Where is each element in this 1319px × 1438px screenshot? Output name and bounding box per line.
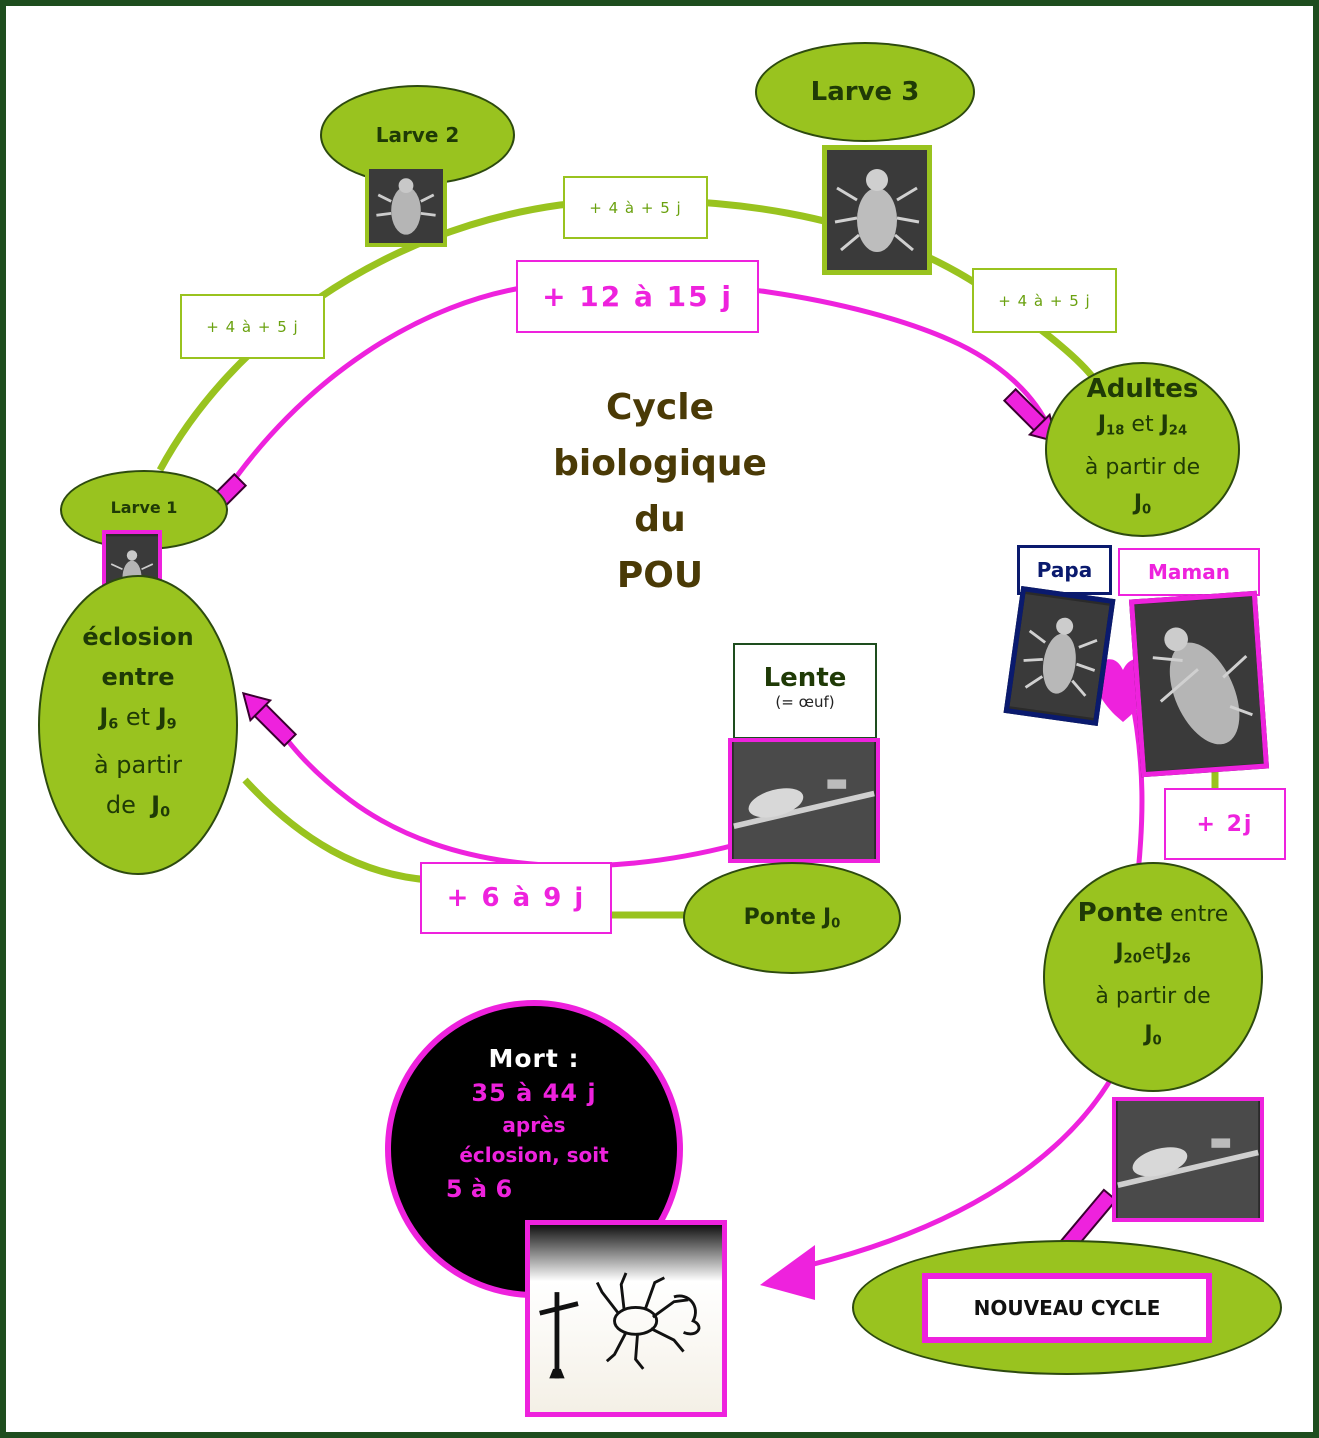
cross-icon xyxy=(539,1292,579,1379)
green-cycle-arc-bottom xyxy=(242,777,431,884)
duration-green-top: + 4 à + 5 j xyxy=(563,176,708,239)
eclosion-line-4: à partir xyxy=(93,751,183,779)
mort-line-3: après xyxy=(502,1113,566,1137)
dead-louse-icon xyxy=(595,1272,701,1370)
title-line-3: du xyxy=(634,499,686,540)
ponte2-line-2: J20etJ26 xyxy=(1115,939,1191,966)
nouveau-cycle-label: NOUVEAU CYCLE xyxy=(973,1295,1161,1320)
nouveau-cycle-ellipse: NOUVEAU CYCLE xyxy=(852,1240,1282,1375)
diagram-title: Cycle biologique du POU xyxy=(520,380,800,604)
stage-ponte-j0: Ponte J0 xyxy=(683,862,901,974)
duration-pink-bottom: + 6 à 9 j xyxy=(420,862,612,934)
lente-title: Lente xyxy=(763,663,847,693)
mort-line-2: 35 à 44 j xyxy=(471,1079,597,1107)
duration-green-right: + 4 à + 5 j xyxy=(972,268,1117,333)
duration-green-left: + 4 à + 5 j xyxy=(180,294,325,359)
arrow-to-eclosion xyxy=(241,691,298,748)
photo-larve2 xyxy=(365,165,447,247)
eclosion-line-1: éclosion xyxy=(82,623,194,652)
photo-maman xyxy=(1128,590,1270,778)
maman-label: Maman xyxy=(1148,560,1230,584)
pink-arc-bottom xyxy=(267,713,736,869)
ponte2-line-4: J0 xyxy=(1144,1022,1162,1049)
mort-line-1: Mort : xyxy=(488,1044,580,1073)
photo-larve3 xyxy=(822,145,932,275)
title-line-4: POU xyxy=(616,555,704,596)
duration-plus2: + 2j xyxy=(1164,788,1286,860)
stage-eclosion: éclosion entre J6 et J9 à partir de J0 xyxy=(38,575,238,875)
arrow-head-mort xyxy=(760,1245,815,1300)
papa-label: Papa xyxy=(1036,558,1093,582)
eclosion-line-5: de J0 xyxy=(105,791,171,821)
maman-label-box: Maman xyxy=(1118,548,1260,596)
adultes-line-2: J18 et J24 xyxy=(1097,412,1188,439)
stage-larve1-label: Larve 1 xyxy=(110,497,178,517)
lente-box: Lente (= œuf) xyxy=(733,643,877,739)
title-line-1: Cycle xyxy=(606,387,714,428)
photo-lente xyxy=(728,738,880,863)
title-line-2: biologique xyxy=(553,443,767,484)
stage-larve3-label: Larve 3 xyxy=(810,77,920,107)
duration-pink-top: + 12 à 15 j xyxy=(516,260,759,333)
photo-ponte2 xyxy=(1112,1097,1264,1222)
eclosion-line-2: entre xyxy=(101,663,175,692)
adultes-line-4: J0 xyxy=(1133,490,1152,517)
nouveau-cycle-box: NOUVEAU CYCLE xyxy=(922,1272,1212,1343)
ponte2-line-1: Ponte entre xyxy=(1077,897,1229,928)
ponte2-line-3: à partir de xyxy=(1095,984,1211,1009)
lente-sub: (= œuf) xyxy=(775,693,835,711)
stage-ponte2: Ponte entre J20etJ26 à partir de J0 xyxy=(1043,862,1263,1092)
photo-papa xyxy=(1003,586,1116,726)
stage-adultes: Adultes J18 et J24 à partir de J0 xyxy=(1045,362,1240,537)
mort-line-4: éclosion, soit xyxy=(459,1143,609,1167)
adultes-title: Adultes xyxy=(1086,374,1199,405)
mort-image xyxy=(525,1220,727,1417)
stage-larve2-label: Larve 2 xyxy=(375,123,460,147)
adultes-line-3: à partir de xyxy=(1084,454,1201,480)
stage-larve1: Larve 1 xyxy=(60,470,228,550)
stage-larve3: Larve 3 xyxy=(755,42,975,142)
ponte-j0-text: Ponte J0 xyxy=(743,904,841,932)
mort-line-5: 5 à 6 xyxy=(445,1175,513,1203)
eclosion-line-3: J6 et J9 xyxy=(99,703,177,733)
